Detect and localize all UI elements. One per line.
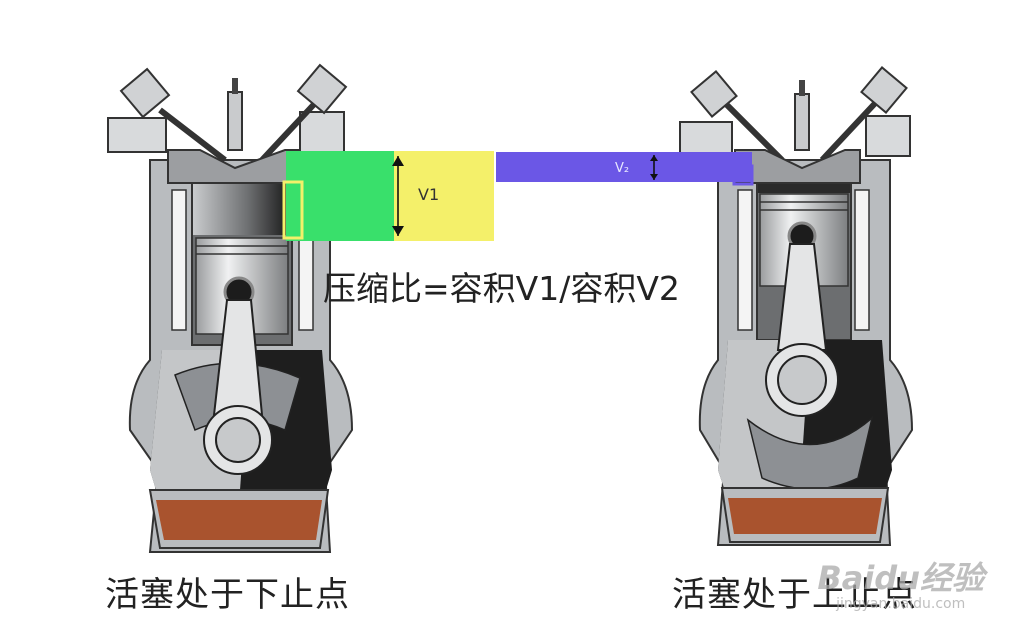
spark-plug	[227, 91, 243, 151]
engine-bdc	[107, 63, 354, 553]
exhaust-valve-stem	[819, 95, 883, 163]
crank-journal	[777, 355, 827, 405]
combustion-chamber	[758, 183, 850, 193]
counterweight	[746, 415, 874, 490]
head-right-port	[299, 111, 345, 153]
watermark-logo: Baidu经验	[817, 559, 984, 597]
engine-tdc	[679, 66, 914, 546]
v1-arrow-head-top	[392, 156, 404, 166]
cylinder-head	[734, 149, 861, 184]
valve-spring-left	[690, 70, 738, 118]
v1-green-region	[286, 151, 394, 241]
spark-plug-tip	[799, 80, 805, 96]
head-left-port	[107, 117, 167, 153]
v1-chamber-outline	[282, 180, 304, 240]
spark-plug	[794, 93, 810, 151]
v1-arrow-head-bottom	[392, 226, 404, 236]
spark-plug-tip	[232, 78, 238, 94]
head-left-port	[679, 121, 733, 157]
combustion-chamber	[193, 183, 291, 235]
baidu-watermark: Baidu经验 jingyan.baidu.com	[817, 560, 984, 612]
oil	[728, 498, 882, 534]
jacket-left	[737, 189, 753, 331]
crank-journal	[215, 417, 261, 463]
v2-label: V₂	[615, 161, 629, 176]
v2-purple-band	[496, 152, 752, 182]
valve-spring-right	[860, 66, 908, 114]
jacket-right	[854, 189, 870, 331]
v2-chamber-outline	[732, 164, 754, 186]
connecting-rod	[776, 243, 828, 351]
intake-valve-stem	[158, 107, 227, 163]
v2-arrow-head-top	[650, 155, 658, 161]
jacket-left	[171, 189, 187, 331]
caption-top-dead-center: 活塞处于上止点	[672, 575, 917, 615]
cylinder-head	[167, 149, 301, 184]
exhaust-valve-stem	[259, 97, 321, 163]
v2-arrow-head-bottom	[650, 174, 658, 180]
intake-valve-stem	[719, 97, 785, 163]
valve-spring-right	[296, 63, 348, 115]
caption-bottom-dead-center: 活塞处于下止点	[105, 575, 350, 615]
compression-ratio-formula: 压缩比=容积V1/容积V2	[323, 269, 680, 308]
watermark-url: jingyan.baidu.com	[836, 596, 966, 612]
valve-spring-left	[119, 67, 171, 119]
v1-label: V1	[418, 185, 439, 204]
v1-yellow-region	[394, 151, 494, 241]
head-right-port	[865, 115, 911, 157]
oil	[156, 500, 322, 540]
